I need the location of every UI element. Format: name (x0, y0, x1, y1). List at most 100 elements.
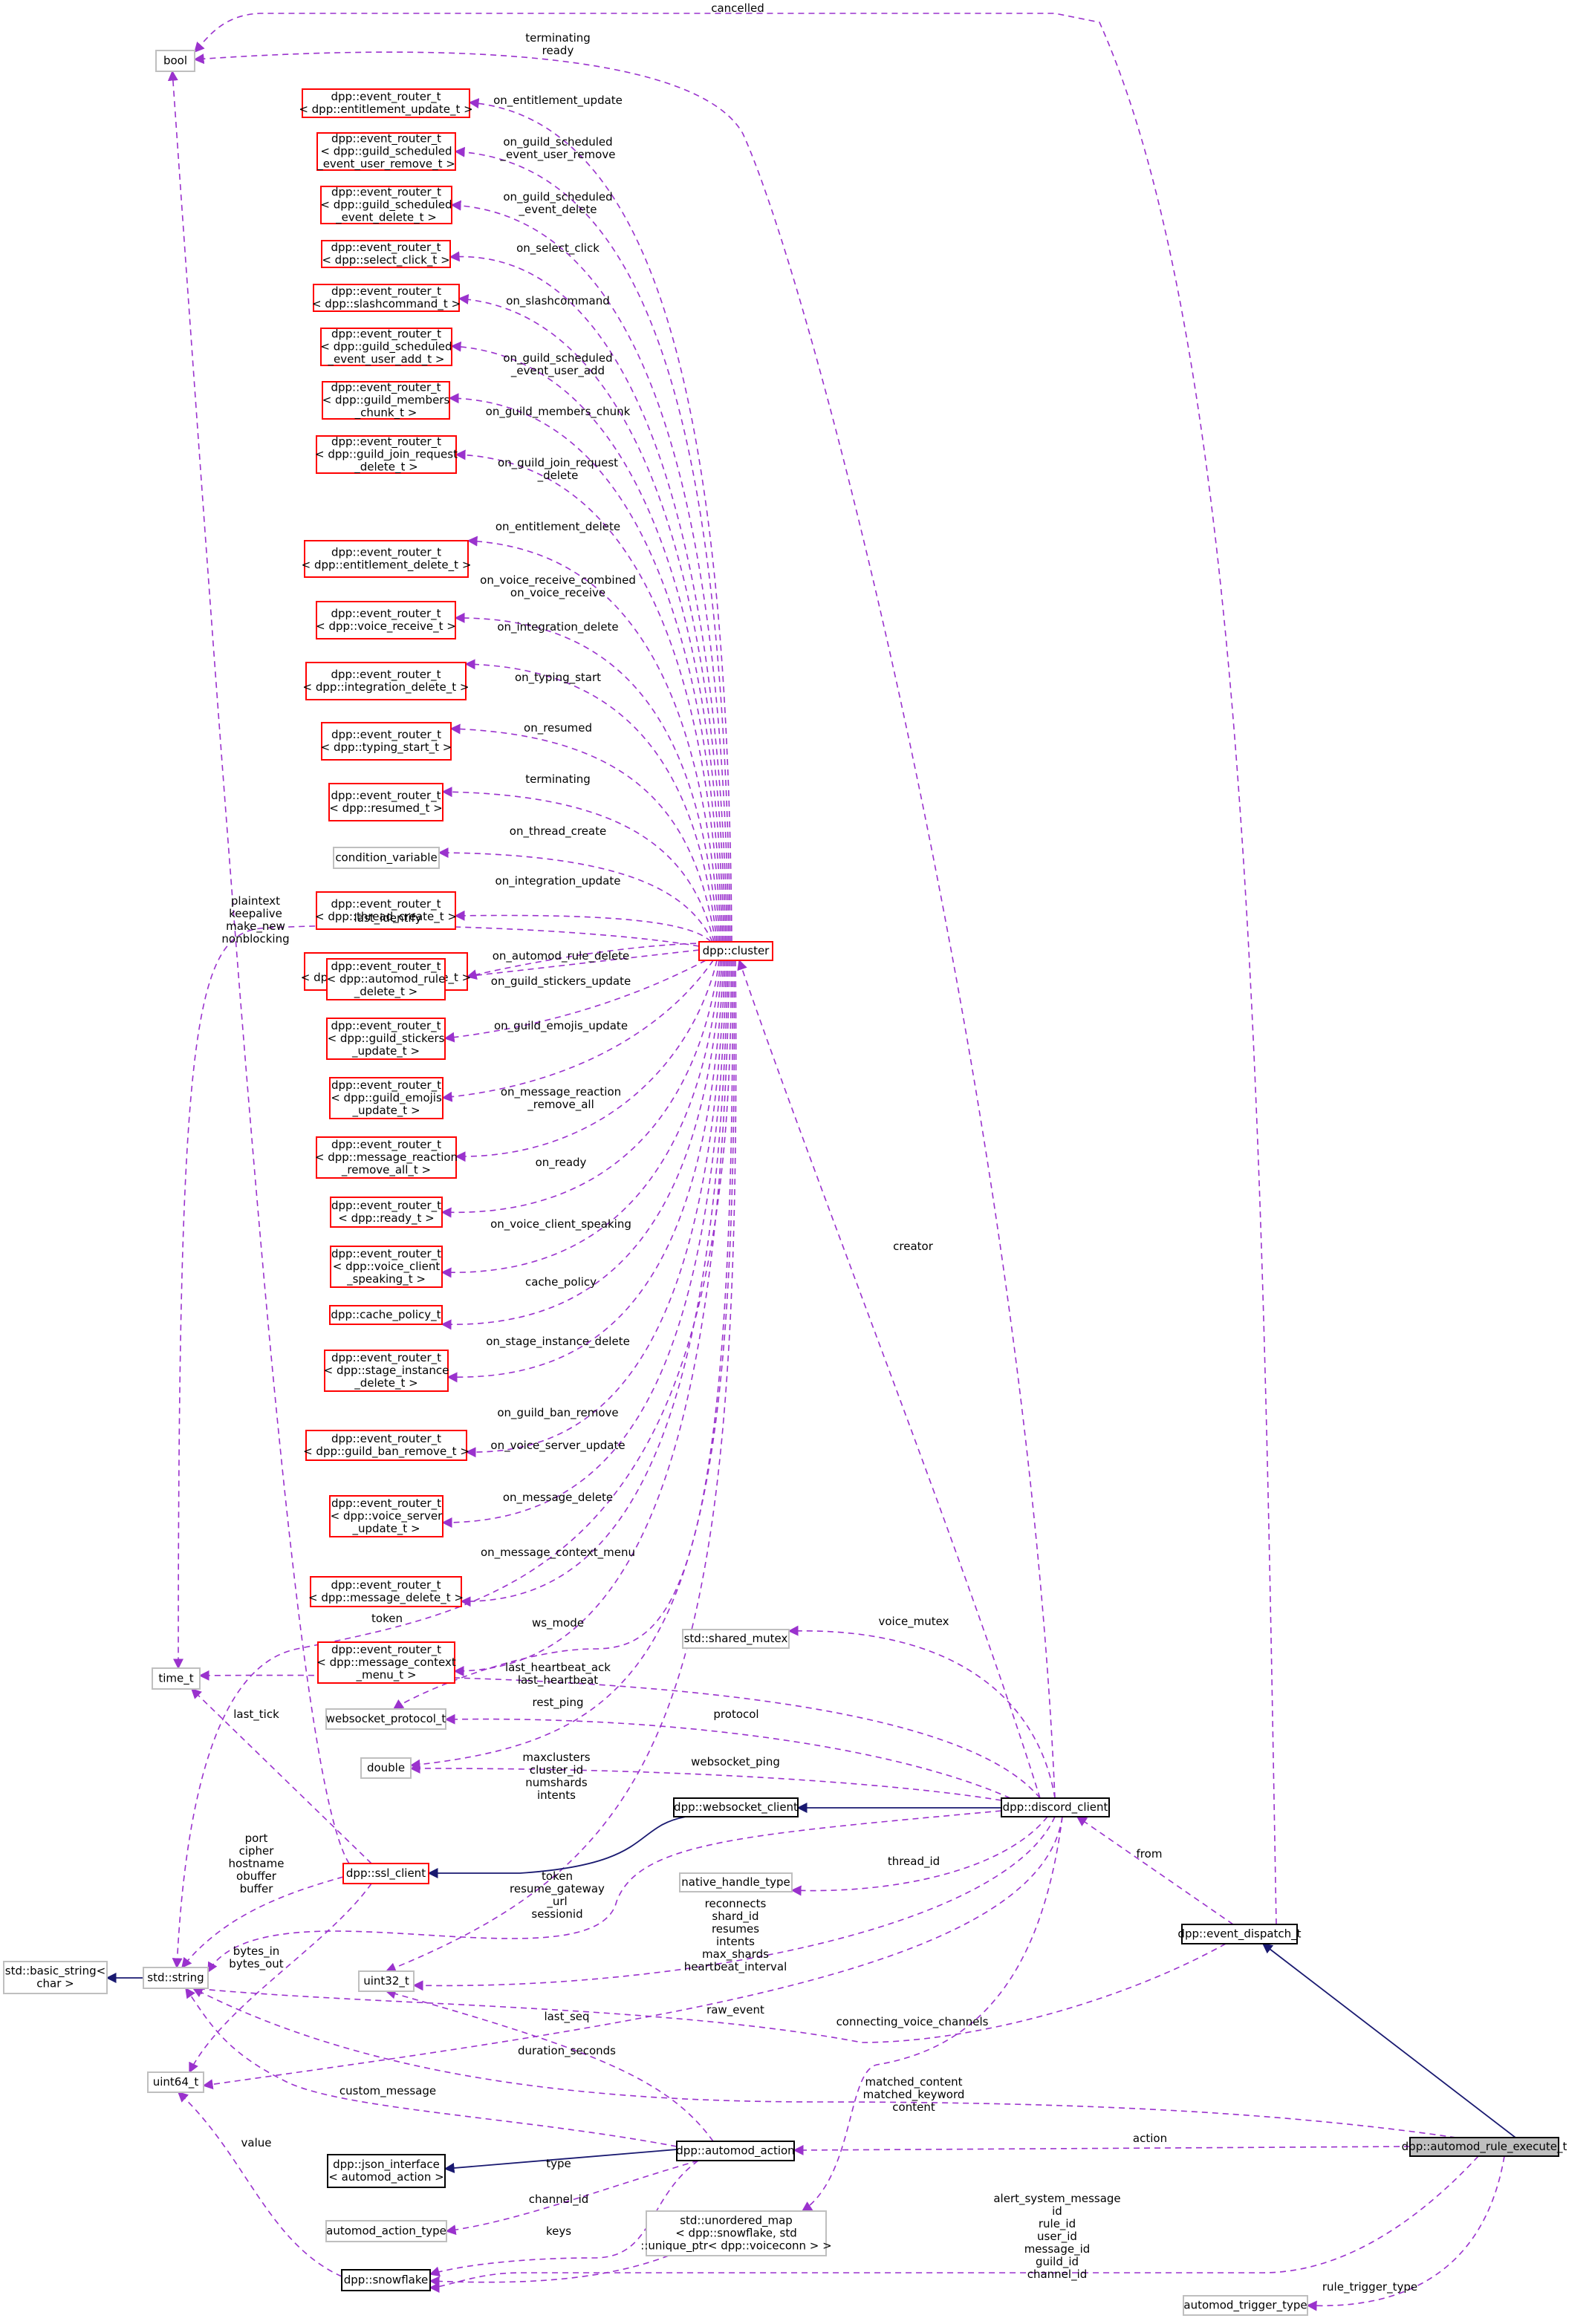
node-label: dpp::snowflake (344, 2273, 428, 2287)
class-node-basic-string[interactable]: std::basic_string<char > (3, 1961, 108, 1994)
node-label: dpp::event_router_t (331, 668, 441, 682)
node-label: dpp::event_router_t (331, 897, 441, 911)
class-node-er-ban-remove[interactable]: dpp::event_router_t< dpp::guild_ban_remo… (303, 1430, 470, 1461)
edge-label: on_thread_create (510, 824, 606, 839)
edge-label: on_integration_delete (497, 620, 618, 634)
class-node-er-typing-start[interactable]: dpp::event_router_t< dpp::typing_start_t… (321, 722, 452, 761)
class-node-er-integration-delete[interactable]: dpp::event_router_t< dpp::integration_de… (303, 662, 470, 700)
edge-label: maxclusters (522, 1751, 590, 1764)
edge-label: action (1133, 2132, 1167, 2145)
edge-label: obuffer (236, 1869, 277, 1883)
class-node-event-dispatch-t[interactable]: dpp::event_dispatch_t (1177, 1924, 1302, 1944)
node-box (316, 891, 456, 930)
node-box (316, 132, 456, 171)
edge-label: on_guild_members_chunk (486, 405, 631, 419)
node-label: < dpp::typing_start_t > (321, 741, 452, 755)
class-node-std-string[interactable]: std::string (143, 1967, 209, 1989)
class-node-er-stage-instance-delete[interactable]: dpp::event_router_t< dpp::stage_instance… (324, 1350, 449, 1392)
node-label: dpp::automod_action (676, 2144, 794, 2158)
class-node-condition-variable[interactable]: condition_variable (333, 847, 440, 869)
class-node-websocket-client[interactable]: dpp::websocket_client (673, 1797, 799, 1817)
class-node-uint64-t[interactable]: uint64_t (147, 2071, 204, 2093)
node-label: condition_variable (335, 851, 437, 865)
class-node-er-gse-user-add[interactable]: dpp::event_router_t< dpp::guild_schedule… (320, 328, 452, 367)
node-label: _speaking_t > (346, 1272, 426, 1286)
node-label: dpp::cluster (703, 944, 770, 957)
class-node-er-resumed[interactable]: dpp::event_router_t< dpp::resumed_t > (328, 783, 444, 821)
node-box (325, 1708, 446, 1730)
class-node-automod-action[interactable]: dpp::automod_action (676, 2141, 795, 2161)
class-node-er-stickers-update[interactable]: dpp::event_router_t< dpp::guild_stickers… (326, 1018, 446, 1060)
edge-label: make_new (226, 919, 285, 934)
class-node-bool[interactable]: bool (155, 50, 195, 72)
edge-label: on_integration_update (496, 874, 621, 888)
edge-label: on_voice_client_speaking (490, 1217, 631, 1231)
node-label: < dpp::entitlement_update_t > (299, 102, 472, 117)
class-node-native-handle-type[interactable]: native_handle_type (679, 1872, 793, 1892)
class-node-unordered-map[interactable]: std::unordered_map< dpp::snowflake, std:… (640, 2210, 832, 2256)
edge-label: heartbeat_interval (684, 1960, 787, 1974)
node-box (1001, 1797, 1110, 1817)
class-node-er-entitlement-delete[interactable]: dpp::event_router_t< dpp::entitlement_de… (302, 540, 472, 578)
class-node-er-ready[interactable]: dpp::event_router_t< dpp::ready_t > (330, 1197, 443, 1228)
class-node-er-gse-user-remove[interactable]: dpp::event_router_t< dpp::guild_schedule… (316, 132, 456, 172)
edges (105, 13, 1516, 2311)
edge-label: shard_id (712, 1910, 758, 1924)
node-label: < dpp::stage_instance (324, 1364, 449, 1378)
class-node-er-reaction-remove-all[interactable]: dpp::event_router_t< dpp::message_reacti… (315, 1136, 458, 1179)
node-label: dpp::event_router_t (331, 328, 441, 342)
node-label: < dpp::message_reaction (315, 1150, 458, 1165)
edge-label: hostname (229, 1857, 285, 1870)
node-box (147, 2071, 204, 2093)
class-node-er-voice-receive[interactable]: dpp::event_router_t< dpp::voice_receive_… (316, 601, 456, 639)
class-node-websocket-protocol-t[interactable]: websocket_protocol_t (325, 1708, 446, 1730)
class-node-ssl-client[interactable]: dpp::ssl_client (342, 1863, 429, 1884)
class-node-cluster[interactable]: dpp::cluster (698, 941, 773, 961)
class-node-uint32-t[interactable]: uint32_t (358, 1970, 415, 1992)
node-label: time_t (158, 1672, 193, 1686)
class-node-er-gse-delete[interactable]: dpp::event_router_t< dpp::guild_schedule… (320, 186, 452, 225)
class-node-double[interactable]: double (360, 1757, 412, 1779)
edge-label: voice_mutex (878, 1615, 949, 1629)
class-node-er-join-request-delete[interactable]: dpp::event_router_t< dpp::guild_join_req… (315, 435, 458, 475)
class-node-cache-policy[interactable]: dpp::cache_policy_t (329, 1305, 443, 1325)
node-box (682, 1629, 790, 1649)
node-label: dpp::cache_policy_t (331, 1308, 441, 1322)
edge-label: sessionid (531, 1907, 582, 1921)
edge-label: on_typing_start (515, 671, 601, 685)
class-node-er-automod-rule-delete[interactable]: dpp::event_router_t< dpp::automod_rule_d… (326, 958, 446, 1000)
class-node-automod-trigger-type[interactable]: automod_trigger_type (1183, 2295, 1308, 2316)
class-node-er-message-delete[interactable]: dpp::event_router_t< dpp::message_delete… (308, 1576, 464, 1607)
edge-label: nonblocking (221, 932, 289, 945)
class-node-er-entitlement-update[interactable]: dpp::event_router_t< dpp::entitlement_up… (299, 88, 473, 118)
node-box (698, 941, 773, 961)
node-box (304, 540, 469, 578)
class-node-er-emojis-update[interactable]: dpp::event_router_t< dpp::guild_emojis_u… (329, 1077, 444, 1119)
edge-label: value (241, 2136, 272, 2149)
edge-label: rest_ping (533, 1696, 584, 1710)
node-box (320, 186, 452, 224)
class-node-er-voice-client-speaking[interactable]: dpp::event_router_t< dpp::voice_client_s… (330, 1246, 443, 1288)
class-node-er-thread-create[interactable]: dpp::event_router_t< dpp::thread_create_… (315, 891, 457, 930)
class-node-er-voice-server-update[interactable]: dpp::event_router_t< dpp::voice_server_u… (329, 1495, 444, 1537)
class-node-discord-client[interactable]: dpp::discord_client (1001, 1797, 1110, 1817)
node-label: < dpp::resumed_t > (329, 801, 442, 816)
class-node-snowflake[interactable]: dpp::snowflake (341, 2269, 431, 2291)
class-node-er-members-chunk[interactable]: dpp::event_router_t< dpp::guild_members_… (322, 381, 450, 420)
class-node-time-t[interactable]: time_t (152, 1667, 201, 1690)
class-node-automod-rule-execute-t[interactable]: dpp::automod_rule_execute_t (1402, 2137, 1567, 2157)
node-label: _update_t > (351, 1522, 420, 1536)
class-node-shared-mutex[interactable]: std::shared_mutex (682, 1629, 790, 1649)
class-node-er-slashcommand[interactable]: dpp::event_router_t< dpp::slashcommand_t… (312, 284, 461, 312)
class-node-er-select-click[interactable]: dpp::event_router_t< dpp::select_click_t… (321, 240, 451, 268)
edge-label: cancelled (711, 1, 764, 15)
node-label: bool (163, 54, 187, 68)
edge-label: cluster_id (530, 1763, 583, 1777)
node-label: dpp::json_interface (333, 2158, 440, 2172)
edge-label: cipher (239, 1844, 275, 1858)
class-node-json-interface[interactable]: dpp::json_interface< automod_action > (327, 2154, 446, 2188)
class-node-automod-action-type[interactable]: automod_action_type (325, 2220, 447, 2242)
class-node-er-message-context-menu[interactable]: dpp::event_router_t< dpp::message_contex… (316, 1641, 456, 1684)
node-label: _menu_t > (355, 1668, 416, 1682)
